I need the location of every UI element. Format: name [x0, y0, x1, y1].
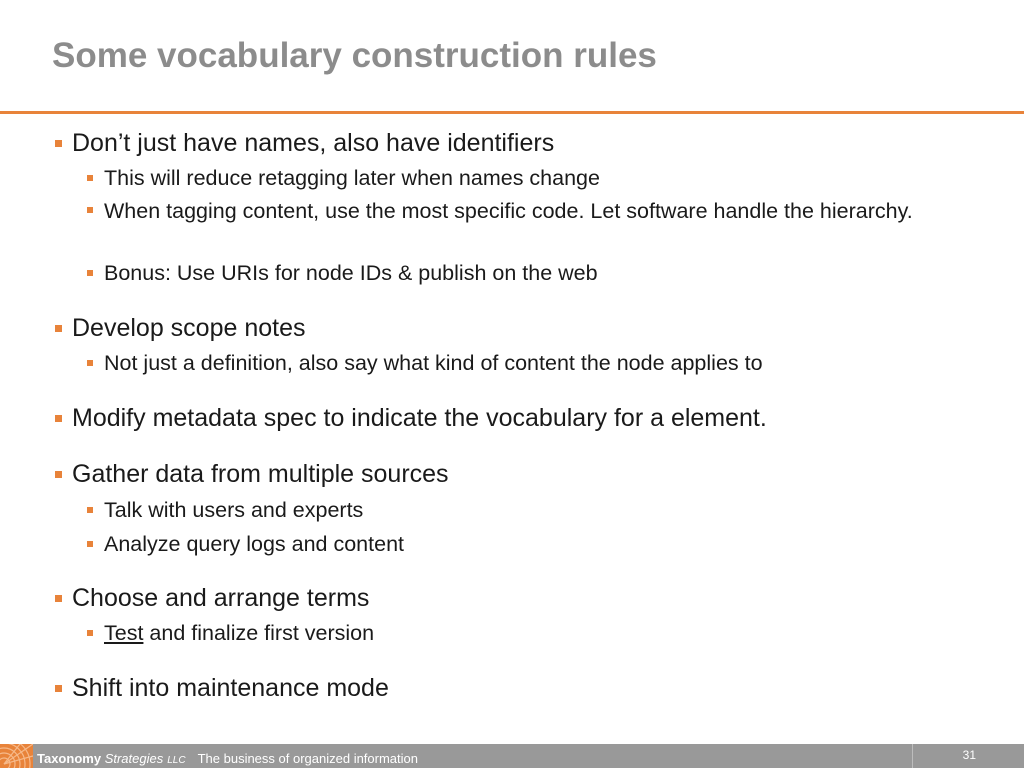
sub-bullet-1-2: When tagging content, use the most speci…: [87, 198, 964, 225]
sub-bullet-marker: [87, 507, 93, 513]
slide-number: 31: [962, 748, 976, 762]
sub-bullet-2-1: Not just a definition, also say what kin…: [87, 351, 763, 376]
sub-bullet-1-2-text: When tagging content, use the most speci…: [104, 199, 913, 223]
bullet-6-text: Shift into maintenance mode: [72, 674, 389, 702]
bullet-1-text: Don’t just have names, also have identif…: [72, 129, 555, 157]
bullet-4-text: Gather data from multiple sources: [72, 460, 449, 488]
test-link[interactable]: Test: [104, 621, 144, 645]
bullet-2: Develop scope notes: [55, 314, 306, 343]
brand-bold: Taxonomy: [37, 751, 102, 766]
sub-bullet-marker: [87, 207, 93, 213]
title-divider: [0, 111, 1024, 114]
sub-bullet-2-1-text: Not just a definition, also say what kin…: [104, 351, 763, 375]
bullet-5: Choose and arrange terms: [55, 584, 370, 613]
brand-italic: Strategies: [104, 751, 164, 766]
sub-bullet-marker: [87, 270, 93, 276]
sub-bullet-5-1: Test and finalize first version: [87, 621, 375, 646]
slide-title: Some vocabulary construction rules: [52, 36, 657, 75]
spiral-logo-icon: [0, 744, 33, 768]
sub-bullet-marker: [87, 630, 93, 636]
bullet-marker: [55, 325, 62, 332]
sub-bullet-4-1: Talk with users and experts: [87, 498, 364, 523]
bullet-1: Don’t just have names, also have identif…: [55, 129, 555, 158]
sub-bullet-4-2-text: Analyze query logs and content: [104, 532, 405, 556]
sub-bullet-4-2: Analyze query logs and content: [87, 532, 405, 557]
sub-bullet-1-3: Bonus: Use URIs for node IDs & publish o…: [87, 261, 598, 286]
bullet-5-text: Choose and arrange terms: [72, 584, 370, 612]
sub-bullet-marker: [87, 541, 93, 547]
slide-content: Don’t just have names, also have identif…: [55, 129, 964, 703]
sub-bullet-marker: [87, 360, 93, 366]
bullet-6: Shift into maintenance mode: [55, 674, 389, 703]
brand-suffix: LLC: [167, 755, 186, 766]
sub-bullet-4-1-text: Talk with users and experts: [104, 498, 364, 522]
bullet-marker: [55, 471, 62, 478]
bullet-4: Gather data from multiple sources: [55, 460, 449, 489]
sub-bullet-1-1: This will reduce retagging later when na…: [87, 166, 600, 191]
footer-divider: [912, 744, 913, 768]
bullet-3-text: Modify metadata spec to indicate the voc…: [72, 404, 767, 432]
bullet-3: Modify metadata spec to indicate the voc…: [55, 404, 767, 433]
footer-tagline: The business of organized information: [197, 751, 418, 766]
bullet-marker: [55, 415, 62, 422]
sub-bullet-1-1-text: This will reduce retagging later when na…: [104, 166, 600, 190]
bullet-marker: [55, 595, 62, 602]
bullet-marker: [55, 685, 62, 692]
sub-bullet-5-1-text: and finalize first version: [143, 621, 375, 645]
bullet-2-text: Develop scope notes: [72, 314, 306, 342]
sub-bullet-marker: [87, 175, 93, 181]
bullet-marker: [55, 140, 62, 147]
sub-bullet-1-3-text: Bonus: Use URIs for node IDs & publish o…: [104, 261, 598, 285]
